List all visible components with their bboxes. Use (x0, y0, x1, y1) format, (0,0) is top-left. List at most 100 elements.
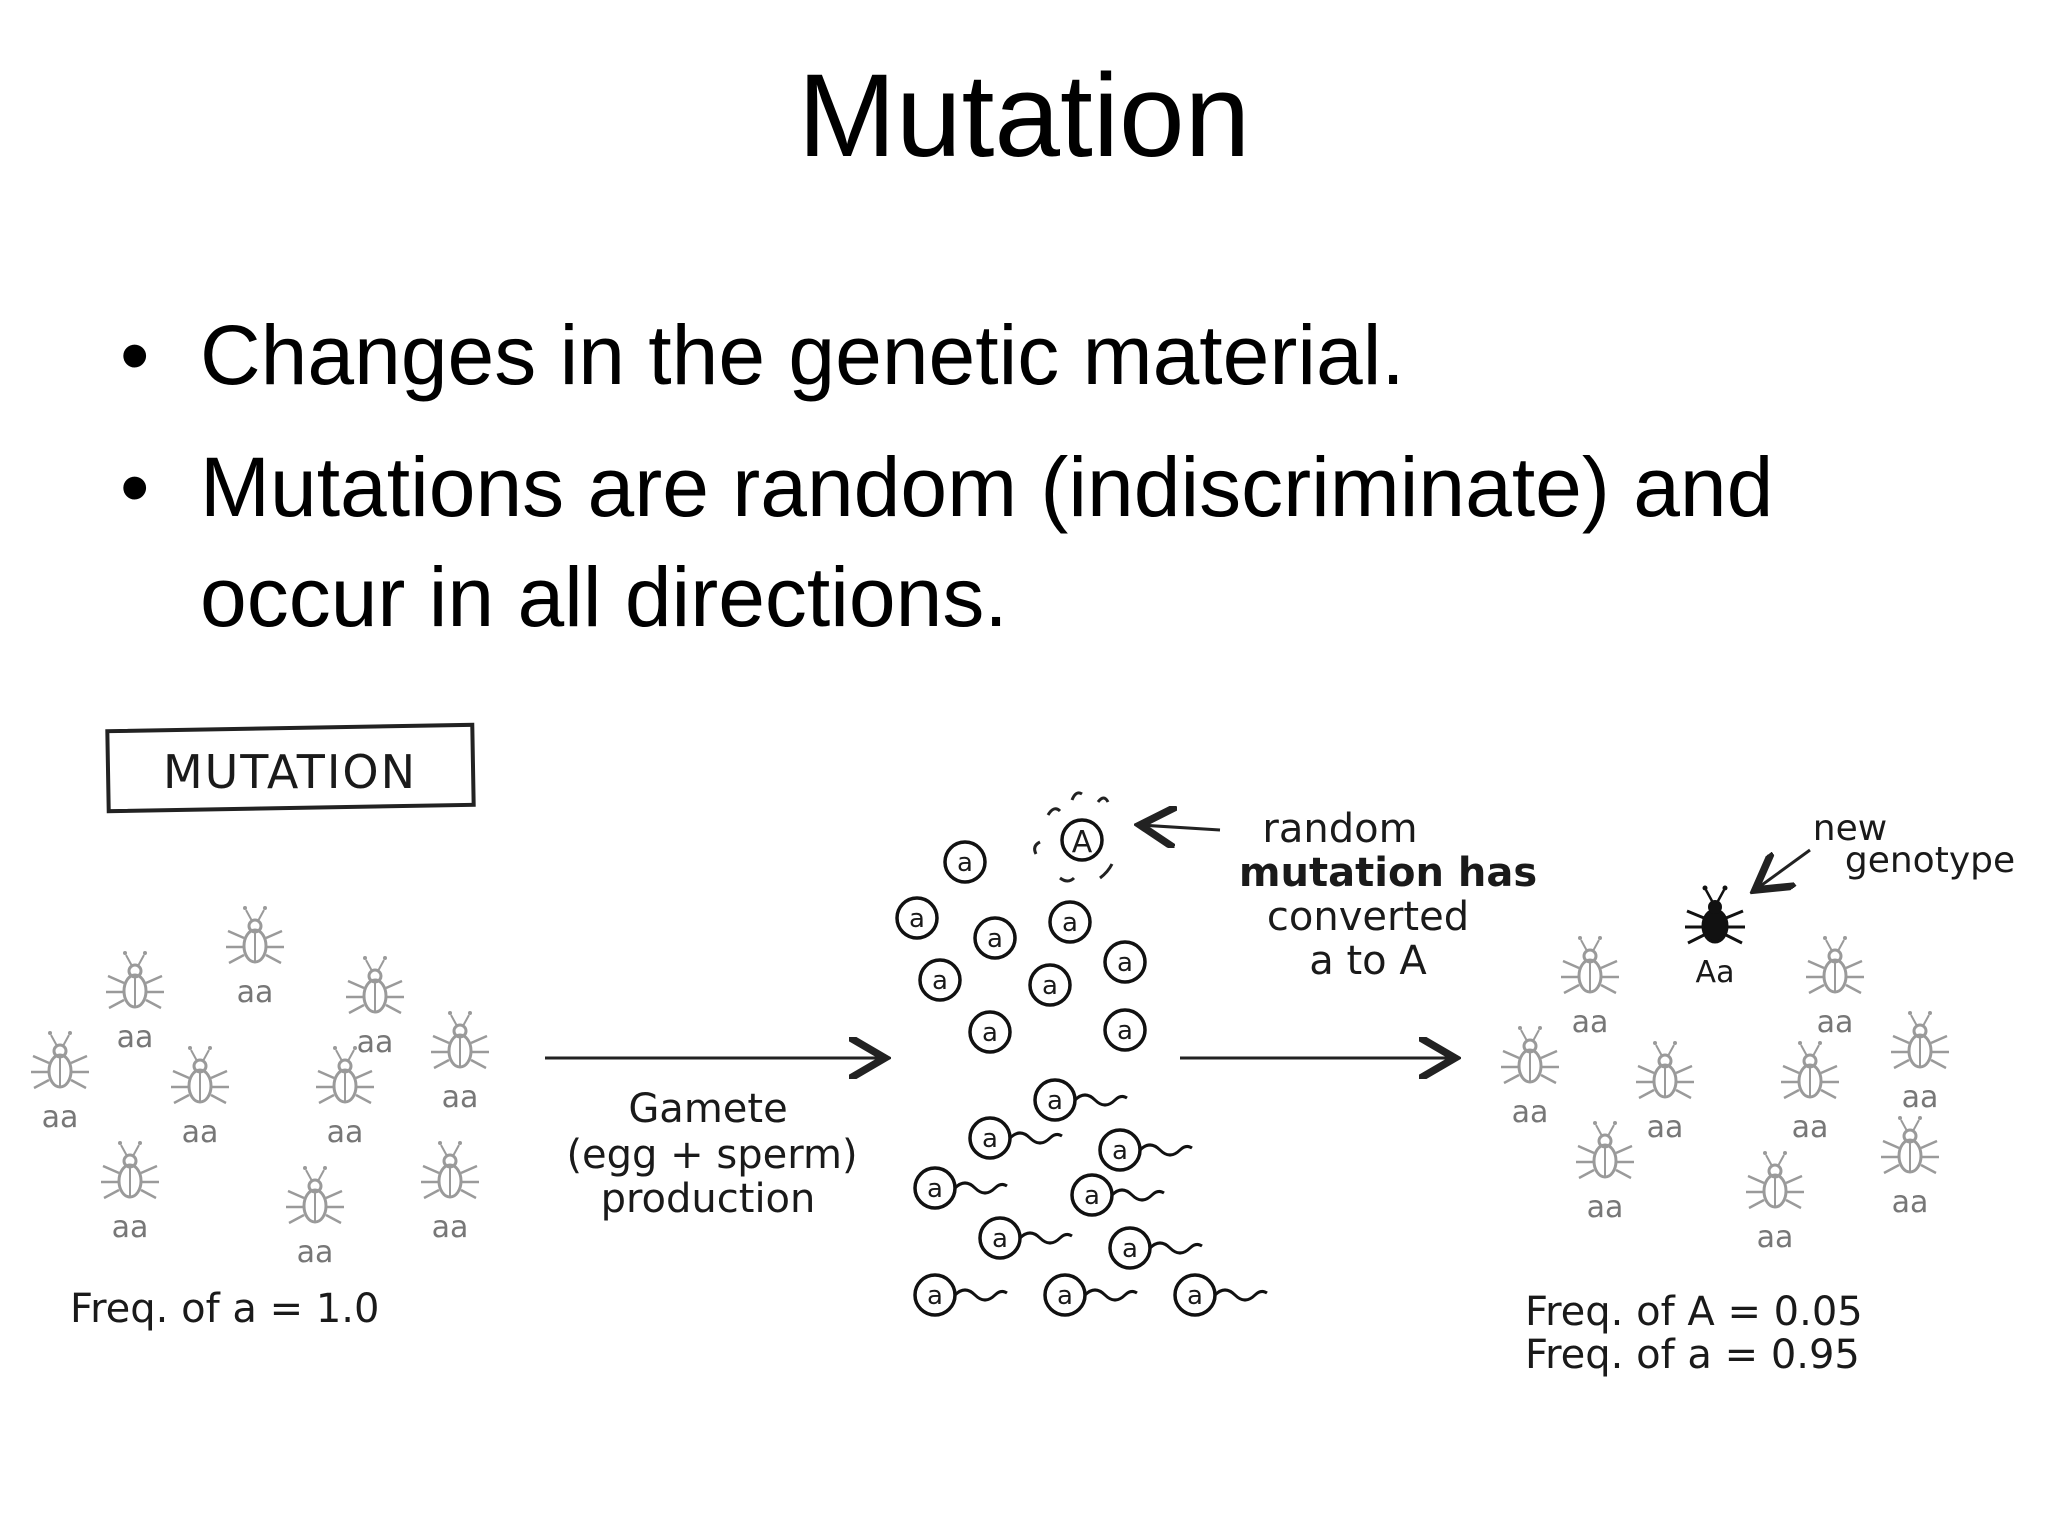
mutation-note-line: a to A (1309, 938, 1427, 984)
slide-title: Mutation (797, 50, 1251, 182)
egg-gamete: a (1028, 963, 1072, 1007)
mutation-note-line: random (1262, 806, 1417, 852)
bullet-item: Mutations are random (indiscriminate) an… (120, 432, 1900, 652)
beetle: aa (284, 1164, 346, 1270)
beetle: aa (1574, 1119, 1636, 1225)
beetle: aa (1634, 1039, 1696, 1145)
beetle-genotype: aa (1757, 1220, 1794, 1255)
beetle: aa (1779, 1039, 1841, 1145)
beetle: aa (344, 954, 406, 1060)
sperm-gamete: a (1070, 1173, 1165, 1217)
beetle-genotype: aa (117, 1020, 154, 1055)
egg-gamete: a (918, 958, 962, 1002)
beetle: aa (314, 1044, 376, 1150)
beetle: aa (429, 1009, 491, 1115)
beetle: aa (419, 1139, 481, 1245)
new-genotype-line: genotype (1845, 840, 2015, 881)
beetle-genotype: aa (297, 1235, 334, 1270)
allele-letter: a (982, 1124, 998, 1154)
beetle-genotype: aa (1512, 1095, 1549, 1130)
allele-letter: a (1187, 1281, 1203, 1311)
beetle-genotype: aa (1817, 1005, 1854, 1040)
beetle-genotype: aa (442, 1080, 479, 1115)
allele-letter: a (1057, 1281, 1073, 1311)
sperm-gamete: a (968, 1116, 1063, 1160)
egg-gamete: a (1103, 1008, 1147, 1052)
allele-letter: a (1084, 1181, 1100, 1211)
mutant-allele: A (1033, 791, 1114, 883)
beetle: aa (169, 1044, 231, 1150)
sperm-gamete: a (913, 1273, 1008, 1317)
beetle: aa (29, 1029, 91, 1135)
allele-letter: a (927, 1281, 943, 1311)
mutation-note-line: converted (1267, 894, 1469, 940)
gamete-label-line: production (601, 1176, 816, 1222)
mutant-allele-letter: A (1072, 825, 1093, 860)
offspring-frequency-line: Freq. of a = 0.95 (1525, 1332, 1860, 1378)
parent-frequency: Freq. of a = 1.0 (70, 1286, 379, 1332)
sperm-gamete: a (978, 1216, 1073, 1260)
beetle: aa (1804, 934, 1866, 1040)
beetle: aa (224, 904, 286, 1010)
sperm-gamete: a (1043, 1273, 1138, 1317)
beetle-genotype: Aa (1696, 955, 1735, 990)
beetle: aa (1499, 1024, 1561, 1130)
allele-letter: a (1117, 1016, 1133, 1046)
mutant-beetle: Aa (1683, 884, 1747, 990)
allele-letter: a (1062, 908, 1078, 938)
allele-letter: a (1117, 948, 1133, 978)
gamete-label-line: Gamete (628, 1086, 787, 1132)
parent-population: aa aa aa aa aa aa aa aa aa aa (29, 904, 491, 1270)
beetle-genotype: aa (432, 1210, 469, 1245)
allele-letter: a (982, 1018, 998, 1048)
beetle: aa (1559, 934, 1621, 1040)
sperm-gamete: a (913, 1166, 1008, 1210)
beetle-genotype: aa (1572, 1005, 1609, 1040)
beetle: aa (99, 1139, 161, 1245)
sperm-gamete: a (1173, 1273, 1268, 1317)
beetle: aa (1879, 1114, 1941, 1220)
egg-gamete: a (1048, 900, 1092, 944)
gamete-label-line: (egg + sperm) (566, 1132, 857, 1178)
allele-letter: a (927, 1174, 943, 1204)
allele-letter: a (1112, 1136, 1128, 1166)
allele-letter: a (992, 1224, 1008, 1254)
beetle-genotype: aa (1902, 1080, 1939, 1115)
egg-gamete: a (943, 840, 987, 884)
egg-gamete: a (973, 916, 1017, 960)
mutation-note-line: mutation has (1239, 850, 1537, 896)
beetle-genotype: aa (357, 1025, 394, 1060)
egg-gamete: a (895, 896, 939, 940)
sperm-gamete: a (1098, 1128, 1193, 1172)
bullet-list: Changes in the genetic material. Mutatio… (120, 300, 1900, 674)
beetle-genotype: aa (42, 1100, 79, 1135)
beetle: aa (1744, 1149, 1806, 1255)
offspring-frequency-line: Freq. of A = 0.05 (1525, 1289, 1863, 1335)
mutation-label-box (105, 722, 476, 814)
sperm-gamete: a (1033, 1078, 1128, 1122)
new-genotype-pointer (1755, 848, 1811, 890)
sperm-gamete: a (1108, 1226, 1203, 1270)
beetle-genotype: aa (182, 1115, 219, 1150)
beetle-genotype: aa (1587, 1190, 1624, 1225)
bullet-item: Changes in the genetic material. (120, 300, 1900, 410)
mutation-label: MUTATION (163, 745, 417, 799)
allele-letter: a (957, 848, 973, 878)
allele-letter: a (1122, 1234, 1138, 1264)
allele-letter: a (1042, 971, 1058, 1001)
allele-letter: a (932, 966, 948, 996)
egg-gamete: a (968, 1010, 1012, 1054)
beetle-genotype: aa (1792, 1110, 1829, 1145)
allele-letter: a (909, 904, 925, 934)
mutation-pointer-arrow (1140, 825, 1221, 830)
beetle-genotype: aa (1647, 1110, 1684, 1145)
beetle-genotype: aa (327, 1115, 364, 1150)
beetle: aa (1889, 1009, 1951, 1115)
allele-letter: a (987, 924, 1003, 954)
beetle-genotype: aa (112, 1210, 149, 1245)
egg-gamete: a (1103, 940, 1147, 984)
beetle-genotype: aa (237, 975, 274, 1010)
